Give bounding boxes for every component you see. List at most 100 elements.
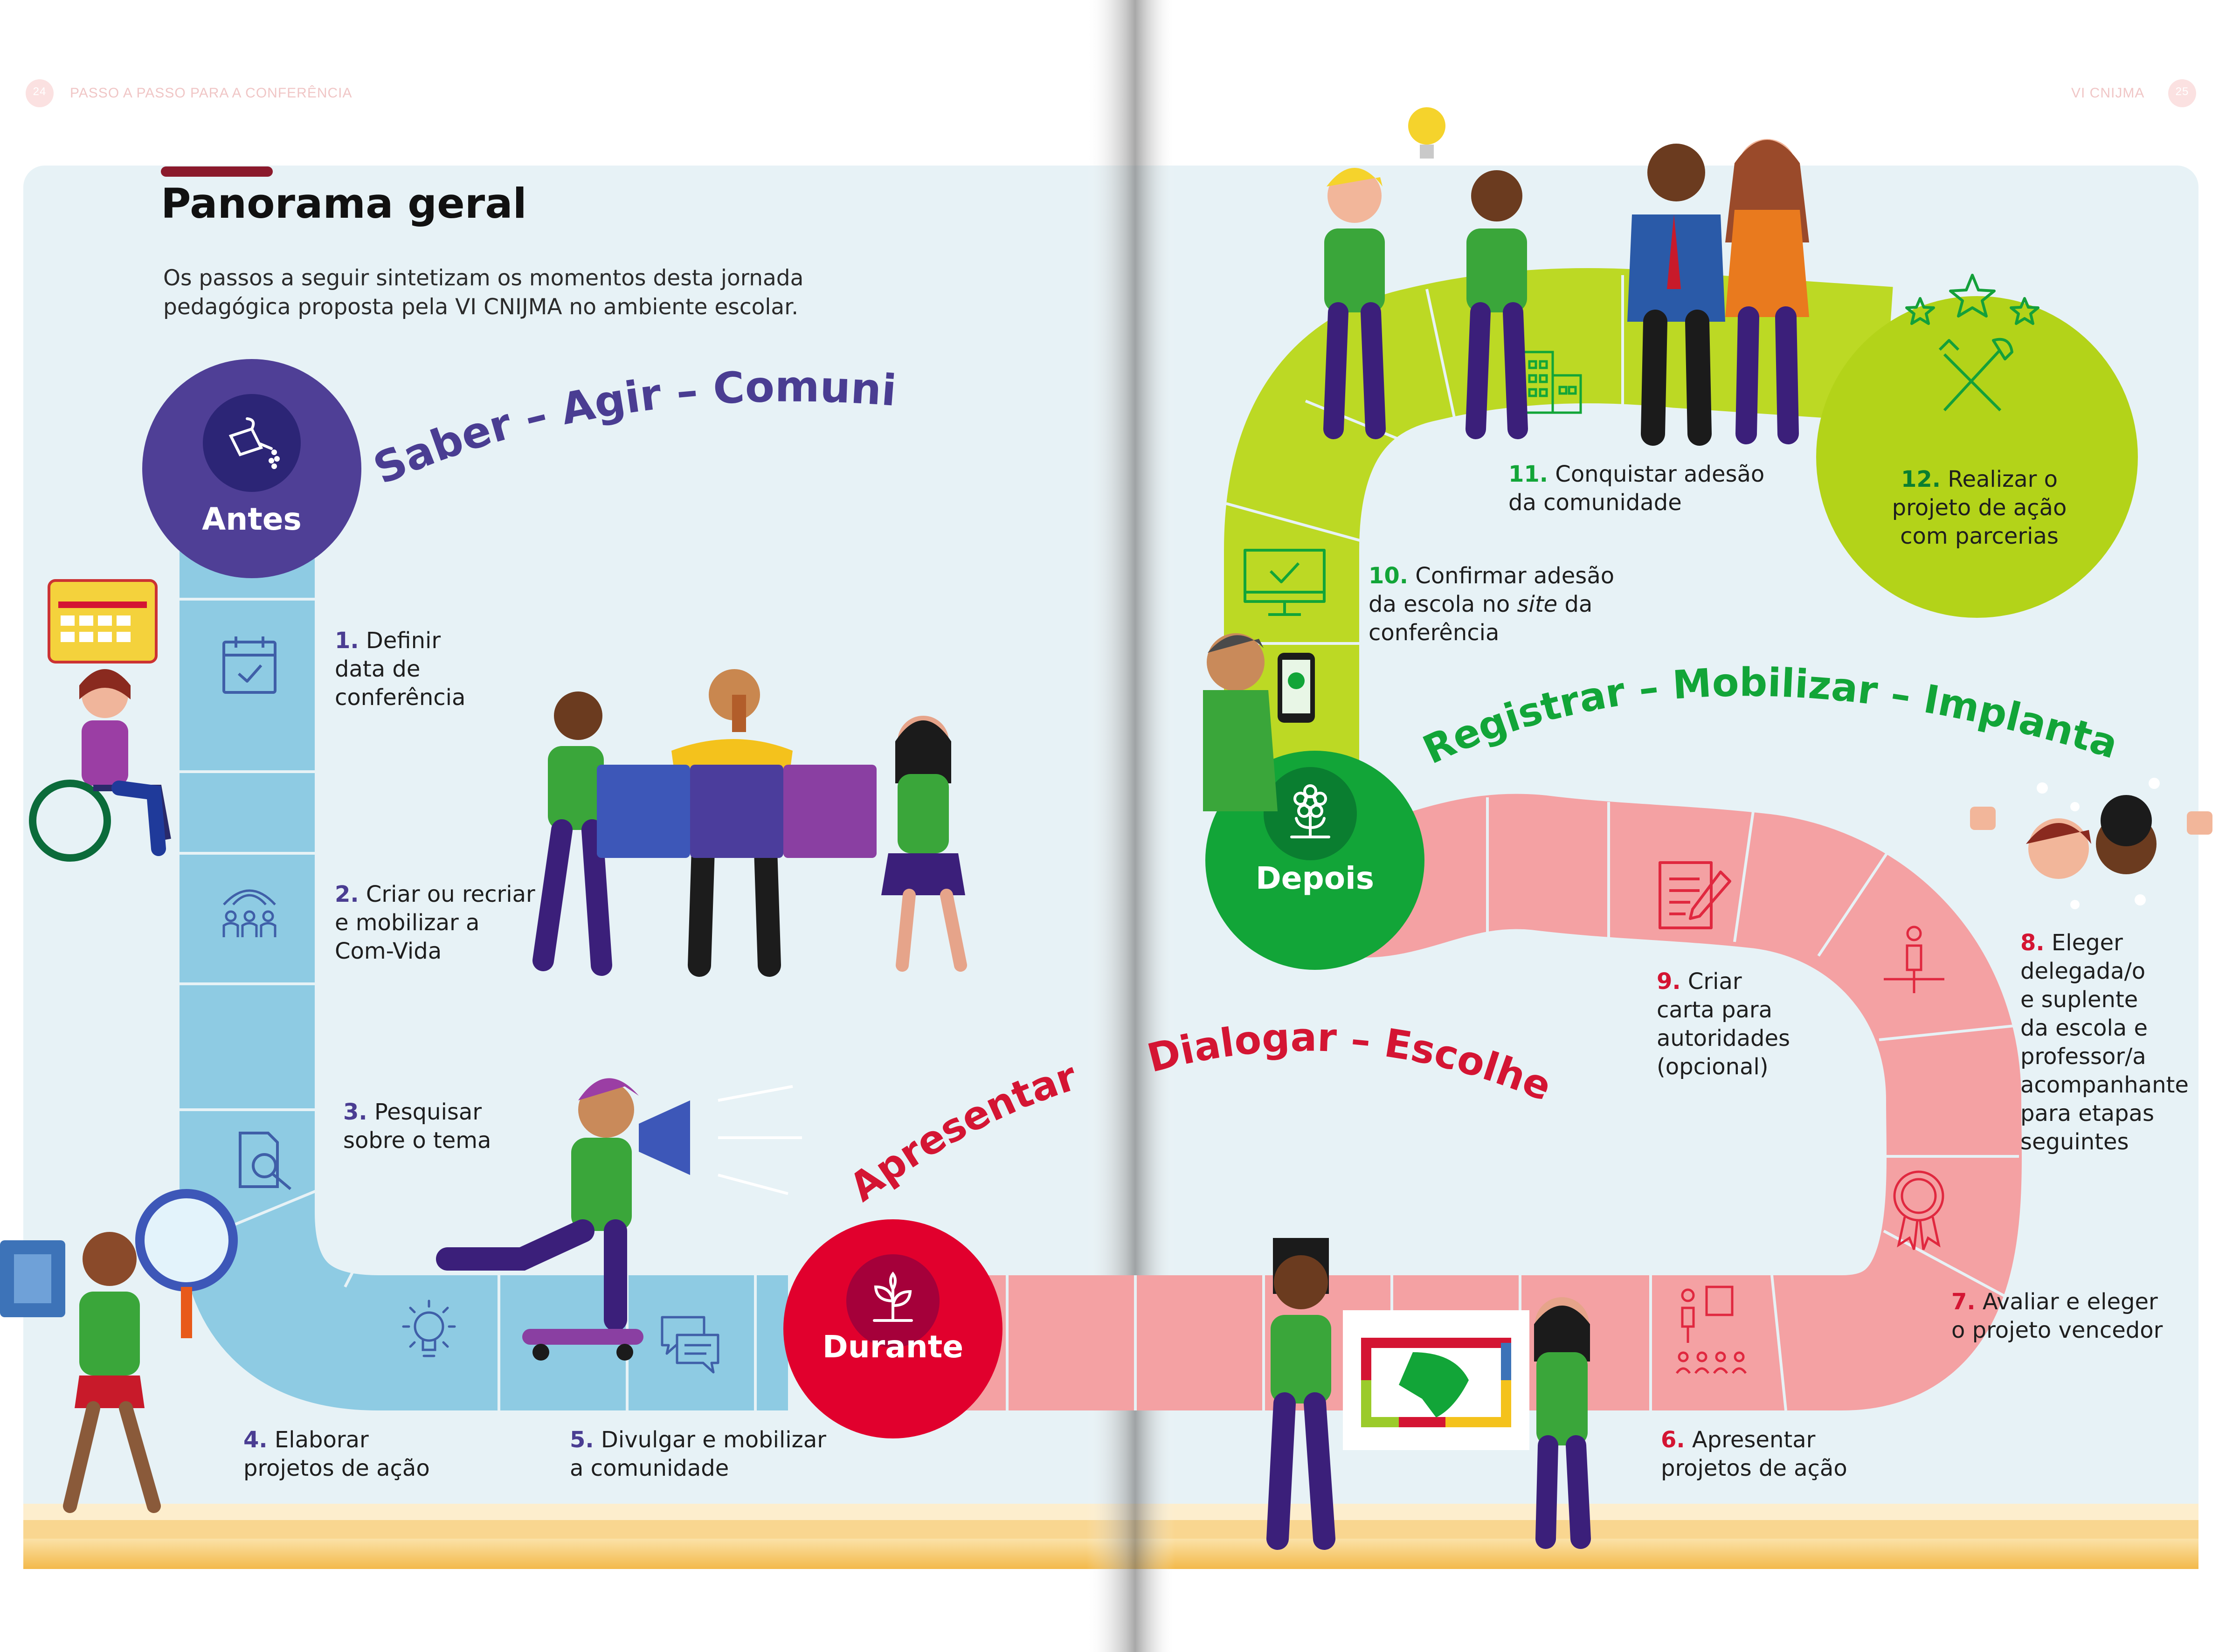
map-presenters-illustration (1266, 1238, 1591, 1550)
step-9-line: autoridades (1657, 1025, 1790, 1051)
step-8-line: delegada/o (2020, 958, 2146, 984)
flower-icon (1290, 784, 1330, 838)
step-8-line: Eleger (2051, 930, 2123, 956)
step-9-line: Criar (1687, 968, 1742, 995)
step-8-line: seguintes (2020, 1129, 2129, 1155)
step-4-number: 4. (243, 1427, 268, 1453)
step-7-line: Avaliar e eleger (1982, 1289, 2158, 1315)
step-8-label: 8. Eleger delegada/o e suplente da escol… (2020, 929, 2189, 1156)
step-5-line: Divulgar e mobilizar (601, 1427, 826, 1453)
step-3-line: sobre o tema (343, 1127, 491, 1154)
step-2-line: Criar ou recriar (366, 881, 535, 907)
depois-label: Depois (1255, 860, 1375, 896)
step-11-number: 11. (1508, 461, 1548, 487)
step-12-line: projeto de ação (1892, 495, 2067, 521)
step12-circle (1816, 296, 2138, 618)
lightbulb-icon (402, 1299, 456, 1357)
right-running-head: VI CNIJMA (2071, 85, 2145, 101)
step-8-line: da escola e (2020, 1015, 2148, 1041)
step-8-line: professor/a (2020, 1044, 2146, 1070)
path-depois-segment (1224, 268, 1893, 821)
antes-label: Antes (202, 501, 302, 537)
step-8-line: acompanhante (2020, 1072, 2189, 1098)
step-8-line: para etapas (2020, 1100, 2154, 1127)
step-10-label: 10. Confirmar adesão da escola no site d… (1369, 562, 1614, 647)
step-11-label: 11. Conquistar adesão da comunidade (1508, 460, 1764, 517)
step-12-label: 12. Realizar o projeto de ação com parce… (1879, 465, 2080, 551)
step-2-label: 2. Criar ou recriar e mobilizar a Com-Vi… (335, 880, 535, 966)
intro-line-2: pedagógica proposta pela VI CNIJMA no am… (163, 294, 799, 320)
path-antes-dividers (180, 598, 757, 1410)
magnifier-girl-illustration (0, 1189, 238, 1513)
step-9-line: (opcional) (1657, 1054, 1769, 1080)
skater-megaphone-illustration (436, 1078, 802, 1361)
step-2-line: e mobilizar a (335, 910, 480, 936)
chat-bubbles-icon (661, 1316, 719, 1374)
intro-text: Os passos a seguir sintetizam os momento… (163, 264, 863, 322)
path-depois-dividers (1224, 275, 1624, 645)
step-11-line: Conquistar adesão (1555, 461, 1765, 487)
step-10-number: 10. (1369, 563, 1409, 589)
step-9-label: 9. Criar carta para autoridades (opciona… (1657, 968, 1790, 1081)
right-page-number: 25 (2175, 85, 2189, 98)
step-9-number: 9. (1657, 968, 1681, 995)
step-4-line: Elaborar (274, 1427, 369, 1453)
step-3-line: Pesquisar (374, 1099, 482, 1125)
step-1-label: 1. Definir data de conferência (335, 627, 465, 712)
step-11-line: da comunidade (1508, 490, 1682, 516)
step-7-line: o projeto vencedor (1951, 1317, 2163, 1343)
step-7-label: 7. Avaliar e eleger o projeto vencedor (1951, 1288, 2163, 1345)
step-6-line: Apresentar (1692, 1427, 1816, 1453)
path-durante-curve (830, 794, 2022, 1410)
step-12-line: Realizar o (1948, 466, 2058, 492)
step-1-line: conferência (335, 684, 466, 711)
step-7-number: 7. (1951, 1289, 1976, 1315)
monitor-check-icon (1244, 549, 1326, 616)
step-5-line: a comunidade (570, 1455, 729, 1481)
path-antes-segment (180, 527, 788, 1410)
calendar-check-icon (222, 636, 277, 694)
intro-line-1: Os passos a seguir sintetizam os momento… (163, 265, 804, 291)
step-4-line: projetos de ação (243, 1455, 430, 1481)
award-ribbon-icon (1893, 1170, 1944, 1250)
step-1-number: 1. (335, 628, 359, 654)
step-6-line: projetos de ação (1661, 1455, 1847, 1481)
step-4-label: 4. Elaborar projetos de ação (243, 1426, 430, 1483)
step-9-line: carta para (1657, 997, 1773, 1023)
group-people-icon (222, 889, 277, 937)
watering-can-icon (228, 417, 280, 469)
presenter-audience-icon (1675, 1286, 1747, 1374)
durante-label: Durante (822, 1329, 964, 1365)
puzzle-people-illustration (532, 669, 967, 977)
community-people-illustration (1323, 107, 1809, 446)
podium-person-icon (1884, 926, 1944, 993)
sprout-icon (873, 1272, 913, 1322)
step-10-line: Confirmar adesão (1415, 563, 1615, 589)
step-8-number: 8. (2020, 930, 2045, 956)
step-5-number: 5. (570, 1427, 594, 1453)
letter-pen-icon (1659, 861, 1731, 929)
step-2-number: 2. (335, 881, 359, 907)
page-title: Panorama geral (161, 180, 527, 228)
left-page-number: 24 (33, 85, 47, 98)
step-2-line: Com-Vida (335, 938, 442, 964)
step-3-number: 3. (343, 1099, 367, 1125)
title-accent-bar (161, 166, 273, 177)
step-10-line: da escola no (1369, 591, 1517, 617)
document-search-icon (239, 1132, 291, 1190)
step-12-number: 12. (1901, 466, 1941, 492)
step-12-line: com parcerias (1900, 523, 2059, 549)
step-5-label: 5. Divulgar e mobilizar a comunidade (570, 1426, 826, 1483)
left-page-number-circle (26, 79, 54, 107)
phone-boy-illustration (1203, 633, 1315, 811)
wheelchair-person-illustration (29, 579, 171, 862)
right-page-number-circle (2168, 79, 2196, 107)
step-1-line: data de (335, 656, 421, 682)
step-6-label: 6. Apresentar projetos de ação (1661, 1426, 1847, 1483)
step-10-line: da (1557, 591, 1593, 617)
